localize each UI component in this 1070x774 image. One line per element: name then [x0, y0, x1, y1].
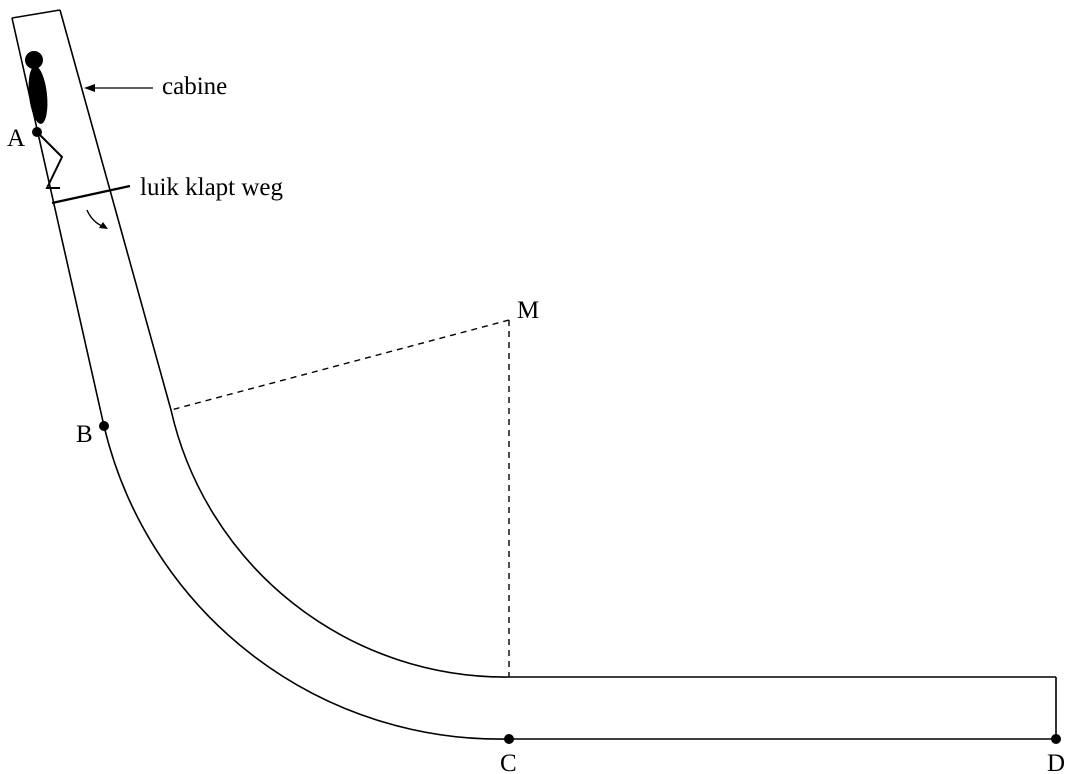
point-d-dot	[1051, 734, 1061, 744]
slide-outer-wall	[11, 17, 1057, 740]
person-legs	[36, 131, 64, 189]
radius-line-diagonal	[170, 319, 510, 411]
point-c-label: C	[500, 750, 517, 774]
person-body	[28, 66, 48, 124]
point-b-label: B	[76, 421, 93, 448]
point-a-label: A	[7, 125, 25, 152]
point-c-dot	[504, 734, 514, 744]
cabine-pointer-arrowhead	[84, 84, 95, 92]
trapdoor	[51, 184, 131, 205]
point-d-label: D	[1047, 750, 1065, 774]
person-figure	[25, 51, 64, 189]
rotation-arrowhead	[99, 222, 108, 229]
point-a-dot	[32, 127, 42, 137]
point-m-label: M	[517, 297, 539, 324]
cabine-label: cabine	[162, 73, 227, 100]
cabin-top-edge	[11, 9, 61, 19]
slide-inner-wall	[59, 9, 1056, 678]
person-head	[25, 51, 43, 69]
point-b-dot	[99, 421, 109, 431]
trapdoor-label: luik klapt weg	[140, 174, 284, 201]
